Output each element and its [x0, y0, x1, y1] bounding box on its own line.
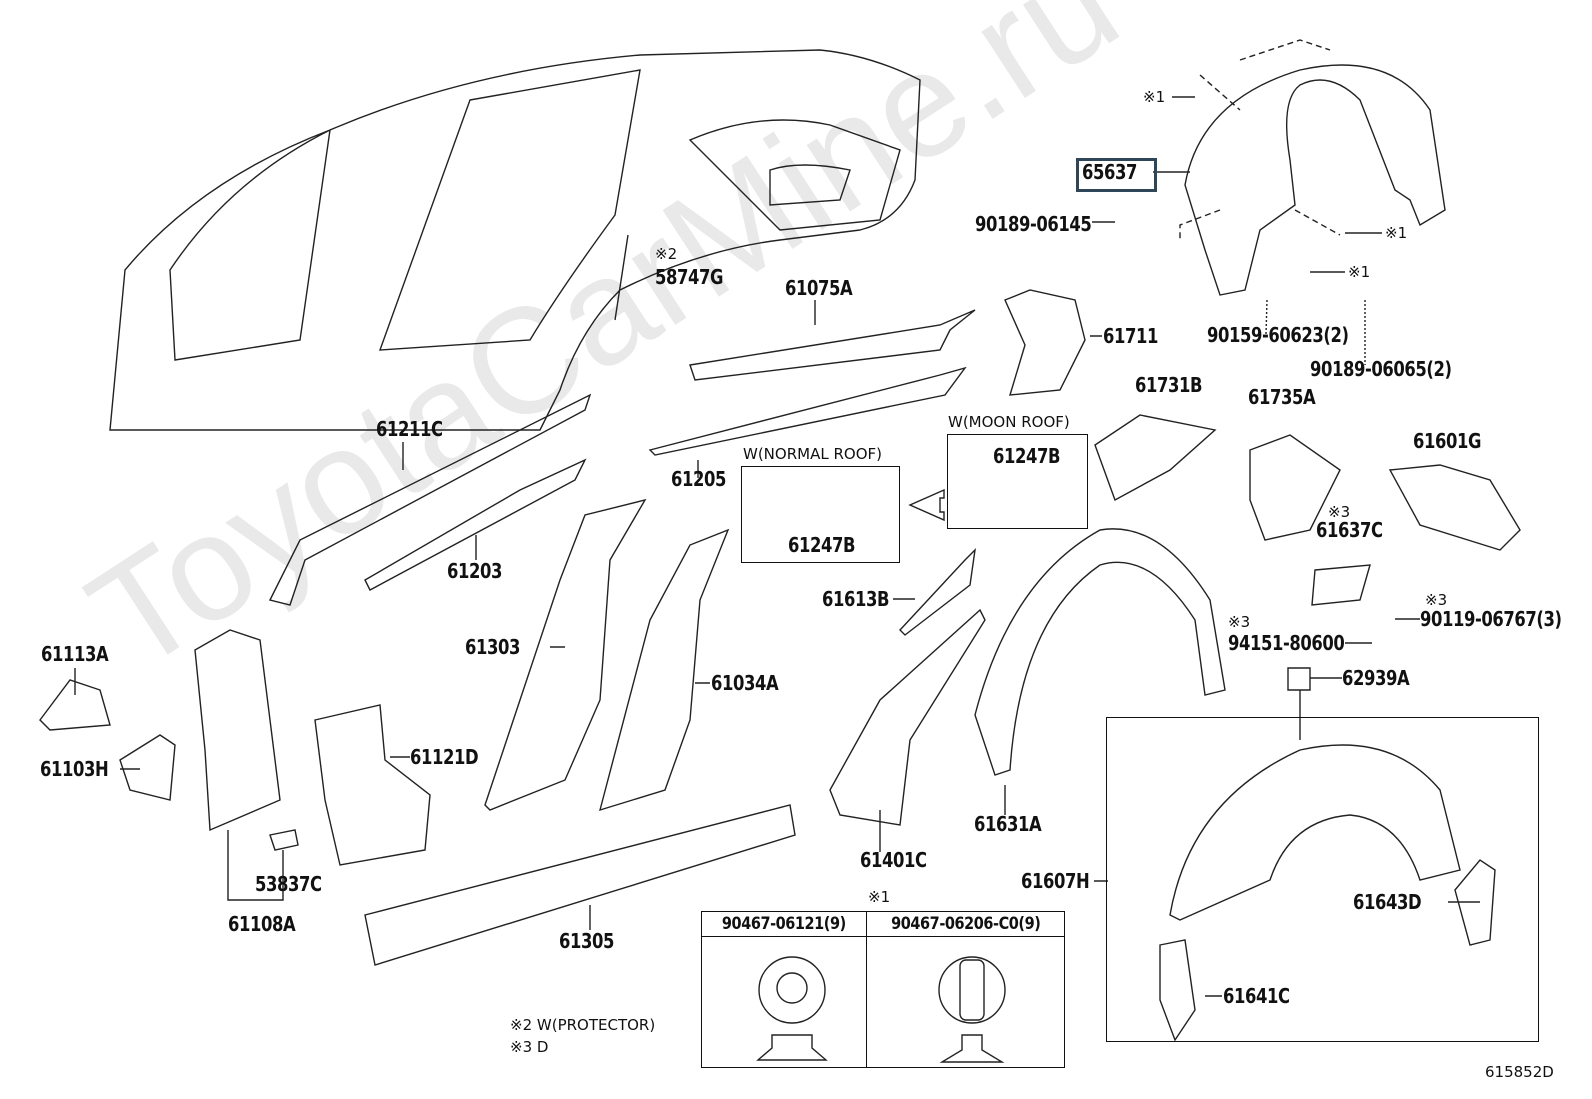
part-label-61075A[interactable]: 61075A: [785, 276, 853, 300]
part-61075A: [689, 309, 976, 381]
part-label-61247B-moon[interactable]: 61247B: [993, 444, 1061, 468]
part-label-61203[interactable]: 61203: [447, 559, 503, 583]
part-61211C: [268, 393, 592, 606]
part-61113A: [39, 679, 111, 731]
part-label-61643D[interactable]: 61643D: [1353, 890, 1422, 914]
part-label-61034A[interactable]: 61034A: [711, 671, 779, 695]
fastener-dashed-lines: [1179, 39, 1341, 240]
fastener-image-1: [701, 936, 867, 1068]
part-label-94151-80600[interactable]: 94151-80600: [1228, 631, 1345, 655]
note-ref: ※3: [1228, 613, 1251, 631]
part-label-61613B[interactable]: 61613B: [822, 587, 890, 611]
fastener-table: 90467-06121(9) 90467-06206-C0(9): [701, 911, 1066, 1068]
part-label-90119-06767[interactable]: 90119-06767(3): [1420, 607, 1562, 631]
part-label-61637C[interactable]: 61637C: [1316, 518, 1383, 542]
fastener-image-2: [865, 936, 1066, 1068]
part-61205: [648, 366, 967, 456]
part-label-61103H[interactable]: 61103H: [40, 757, 109, 781]
body-side-outer: [109, 49, 921, 431]
protector-58747G: [614, 234, 629, 321]
part-label-61601G[interactable]: 61601G: [1413, 429, 1482, 453]
arrow-icon: [908, 488, 945, 522]
part-61735A: [1249, 434, 1341, 541]
part-61103H: [119, 734, 176, 801]
fender-liner-65637: [1184, 64, 1446, 296]
part-label-61303[interactable]: 61303: [465, 635, 521, 659]
note-ref: ※2: [655, 245, 678, 263]
footnote-2: ※2 W(PROTECTOR): [510, 1016, 656, 1034]
part-61631A: [974, 528, 1226, 776]
part-61401C: [829, 608, 986, 826]
moon-roof-box: [947, 434, 1088, 529]
part-label-58747G[interactable]: 58747G: [655, 265, 724, 289]
part-label-61735A[interactable]: 61735A: [1248, 385, 1316, 409]
part-label-61121D[interactable]: 61121D: [410, 745, 479, 769]
part-label-61205[interactable]: 61205: [671, 467, 727, 491]
footnote-3: ※3 D: [510, 1038, 549, 1056]
part-53837C: [269, 829, 299, 851]
part-61641C: [1159, 939, 1196, 1042]
clip-ref-1: ※1: [1143, 88, 1166, 106]
part-61303: [484, 498, 647, 811]
part-label-61631A[interactable]: 61631A: [974, 812, 1042, 836]
normal-roof-title: W(NORMAL ROOF): [743, 445, 882, 463]
part-label-53837C[interactable]: 53837C: [255, 872, 322, 896]
part-61601G: [1388, 464, 1521, 551]
part-label-61211C[interactable]: 61211C: [376, 417, 443, 441]
quarter-panel-detail: [688, 119, 901, 231]
part-label-61607H[interactable]: 61607H: [1021, 869, 1090, 893]
fastener-col-1[interactable]: 90467-06121(9): [701, 911, 867, 937]
part-61305: [364, 804, 796, 966]
part-label-61247B-normal[interactable]: 61247B: [788, 533, 856, 557]
part-61643D: [1454, 859, 1496, 946]
leader-lines: [74, 96, 1480, 997]
part-61613B: [899, 548, 976, 636]
part-62939A: [1287, 667, 1311, 691]
diagram-id: 615852D: [1485, 1063, 1554, 1081]
part-61034A: [599, 528, 730, 812]
part-61203: [364, 458, 587, 591]
part-label-65637[interactable]: 65637: [1082, 160, 1138, 184]
part-label-61305[interactable]: 61305: [559, 929, 615, 953]
part-61108A: [194, 629, 281, 832]
part-label-61711[interactable]: 61711: [1103, 324, 1159, 348]
fastener-dotted-lines: [1265, 299, 1366, 365]
fastener-col-2[interactable]: 90467-06206-C0(9): [865, 911, 1066, 937]
normal-roof-box: [741, 466, 900, 563]
note-ref: ※3: [1425, 591, 1448, 609]
61607H-box: [1106, 717, 1539, 1042]
part-label-90159-60623[interactable]: 90159-60623(2): [1207, 323, 1349, 347]
part-61607H: [1169, 744, 1461, 921]
part-61121D: [314, 704, 431, 866]
part-61711: [1004, 289, 1086, 396]
part-label-90189-06065[interactable]: 90189-06065(2): [1310, 357, 1452, 381]
note-ref: ※3: [1328, 503, 1351, 521]
part-label-61641C[interactable]: 61641C: [1223, 984, 1290, 1008]
part-label-61108A[interactable]: 61108A: [228, 912, 296, 936]
fastener-part-1: 90467-06121(9): [722, 914, 846, 934]
part-label-90189-06145[interactable]: 90189-06145: [975, 212, 1092, 236]
highlight-box-65637: [1076, 158, 1157, 192]
part-label-61731B[interactable]: 61731B: [1135, 373, 1203, 397]
part-61731B: [1094, 414, 1217, 502]
fastener-table-note: ※1: [868, 888, 891, 906]
clip-ref-2: ※1: [1385, 224, 1408, 242]
part-label-61401C[interactable]: 61401C: [860, 848, 927, 872]
moon-roof-title: W(MOON ROOF): [948, 413, 1070, 431]
clip-ref-3: ※1: [1348, 263, 1371, 281]
fastener-part-2: 90467-06206-C0(9): [890, 914, 1041, 934]
part-label-62939A[interactable]: 62939A: [1342, 666, 1410, 690]
part-label-61113A[interactable]: 61113A: [41, 642, 109, 666]
part-61637C: [1311, 564, 1371, 606]
